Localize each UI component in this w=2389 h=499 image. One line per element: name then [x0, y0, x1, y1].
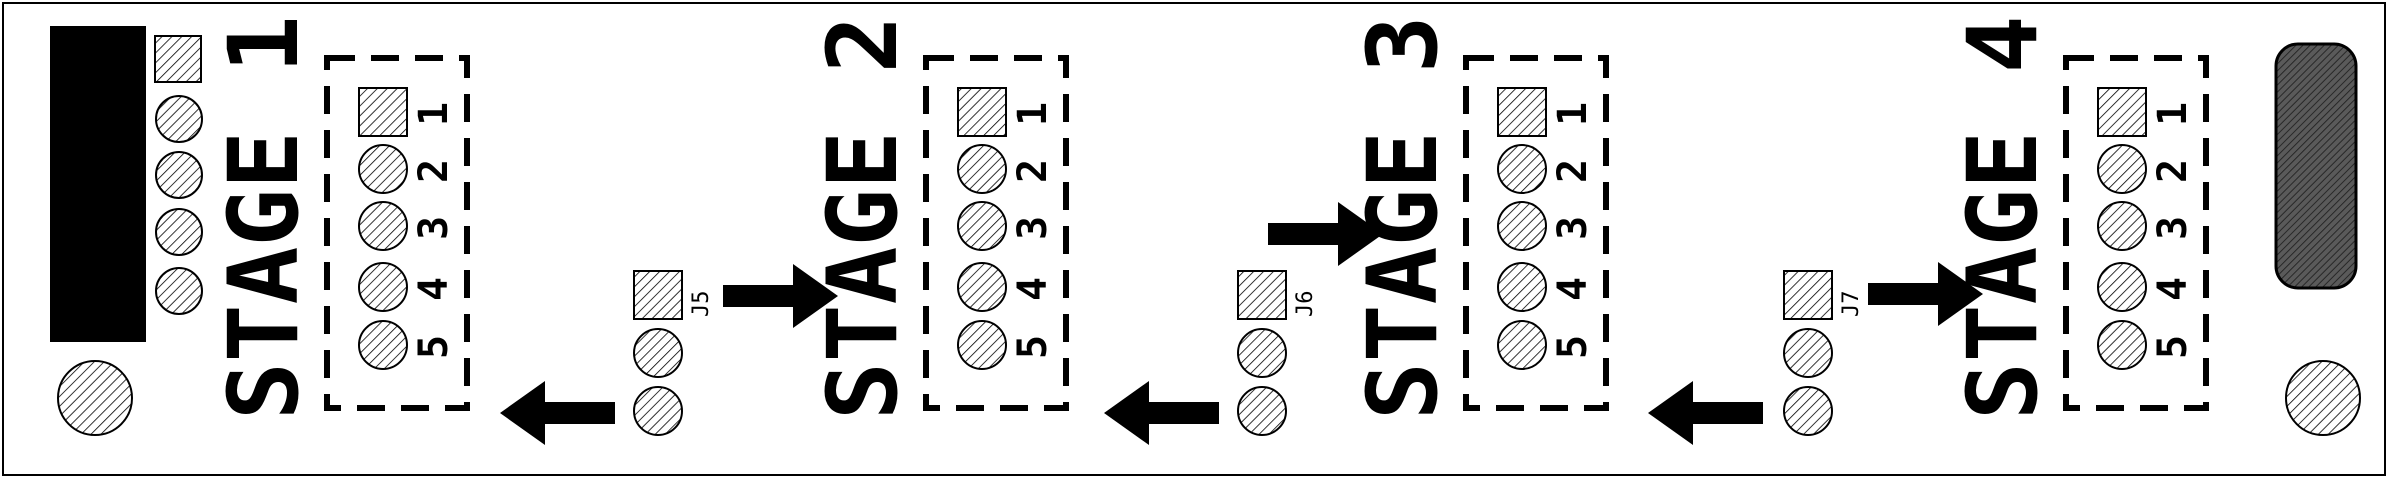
connector-round-pad — [1237, 386, 1287, 436]
pin-number: 4 — [1550, 277, 1596, 301]
pin-number: 1 — [1550, 102, 1596, 126]
left-header-round-pad — [155, 267, 203, 315]
pin-round-pad — [358, 144, 408, 194]
pin-number: 5 — [2150, 335, 2196, 359]
pin-round-pad — [2097, 144, 2147, 194]
pin-round-pad — [1497, 320, 1547, 370]
left-header-square-pad — [154, 35, 202, 83]
pin-number: 3 — [411, 216, 457, 240]
pin-number: 4 — [2150, 277, 2196, 301]
pin-number: 1 — [1010, 102, 1056, 126]
stage-outline — [923, 55, 1069, 411]
connector-j6: J6 — [1237, 270, 1318, 436]
stage-label: STAGE 2 — [807, 15, 919, 420]
pin-number: 1 — [411, 102, 457, 126]
pin-number: 3 — [1550, 216, 1596, 240]
connector-j5: J5 — [633, 270, 714, 436]
connector-square-pad — [1237, 270, 1287, 320]
pin-round-pad — [957, 320, 1007, 370]
stage-label: STAGE 4 — [1947, 15, 2059, 420]
connector-ref-label: J5 — [689, 291, 714, 318]
connector-ref-label: J7 — [1839, 291, 1864, 318]
pin-round-pad — [1497, 262, 1547, 312]
pin-round-pad — [1497, 201, 1547, 251]
stage-label: STAGE 1 — [208, 15, 320, 420]
connector-round-pad — [1237, 328, 1287, 378]
arrow-left-icon — [1648, 381, 1763, 445]
pin-round-pad — [957, 262, 1007, 312]
left-header-round-pad — [155, 208, 203, 256]
pin-round-pad — [2097, 320, 2147, 370]
pin-1-square-pad — [957, 87, 1007, 137]
pin-round-pad — [2097, 262, 2147, 312]
stage-label: STAGE 3 — [1347, 15, 1459, 420]
pin-number: 2 — [2150, 159, 2196, 183]
pin-number: 3 — [1010, 216, 1056, 240]
pin-number: 4 — [1010, 277, 1056, 301]
pin-number: 5 — [411, 335, 457, 359]
pin-round-pad — [358, 262, 408, 312]
pin-number: 5 — [1010, 335, 1056, 359]
stage-3: STAGE 3 1 2 3 4 5 — [1347, 15, 1609, 420]
left-header-round-pad — [155, 95, 203, 143]
connector-j7: J7 — [1783, 270, 1864, 436]
connector-round-pad — [1783, 328, 1833, 378]
pin-number: 1 — [2150, 102, 2196, 126]
connector-square-pad — [633, 270, 683, 320]
connector-round-pad — [633, 386, 683, 436]
pin-number: 5 — [1550, 335, 1596, 359]
left-header — [154, 35, 203, 315]
pin-number: 2 — [1010, 159, 1056, 183]
pin-round-pad — [1497, 144, 1547, 194]
pin-1-square-pad — [358, 87, 408, 137]
pin-number: 2 — [1550, 159, 1596, 183]
pin-round-pad — [957, 144, 1007, 194]
pin-round-pad — [2097, 201, 2147, 251]
connector-round-pad — [1783, 386, 1833, 436]
pin-round-pad — [957, 201, 1007, 251]
connector-ref-label: J6 — [1293, 291, 1318, 318]
mounting-hole-left — [57, 360, 133, 436]
arrow-right-icon — [1268, 202, 1383, 266]
mounting-hole-right — [2285, 360, 2361, 436]
pin-round-pad — [358, 320, 408, 370]
pin-number: 3 — [2150, 216, 2196, 240]
stage-outline — [2063, 55, 2209, 411]
potentiometer-knob — [2274, 42, 2358, 290]
pin-number: 2 — [411, 159, 457, 183]
stage-2: STAGE 2 1 2 3 4 5 — [807, 15, 1069, 420]
stage-4: STAGE 4 1 2 3 4 5 — [1947, 15, 2209, 420]
pin-1-square-pad — [1497, 87, 1547, 137]
connector-square-pad — [1783, 270, 1833, 320]
arrow-left-icon — [1104, 381, 1219, 445]
connector-round-pad — [633, 328, 683, 378]
pin-number: 4 — [411, 277, 457, 301]
stage-outline — [1463, 55, 1609, 411]
arrows-layer — [500, 202, 1983, 445]
connectors-layer: J5 J6 J7 — [633, 270, 1864, 436]
arrow-right-icon — [1868, 262, 1983, 326]
pin-1-square-pad — [2097, 87, 2147, 137]
pin-round-pad — [358, 201, 408, 251]
left-header-round-pad — [155, 151, 203, 199]
arrow-left-icon — [500, 381, 615, 445]
arrow-right-icon — [723, 264, 838, 328]
stage-1: STAGE 1 1 2 3 4 5 — [208, 15, 470, 420]
stage-outline — [324, 55, 470, 411]
black-component-block — [50, 26, 146, 342]
